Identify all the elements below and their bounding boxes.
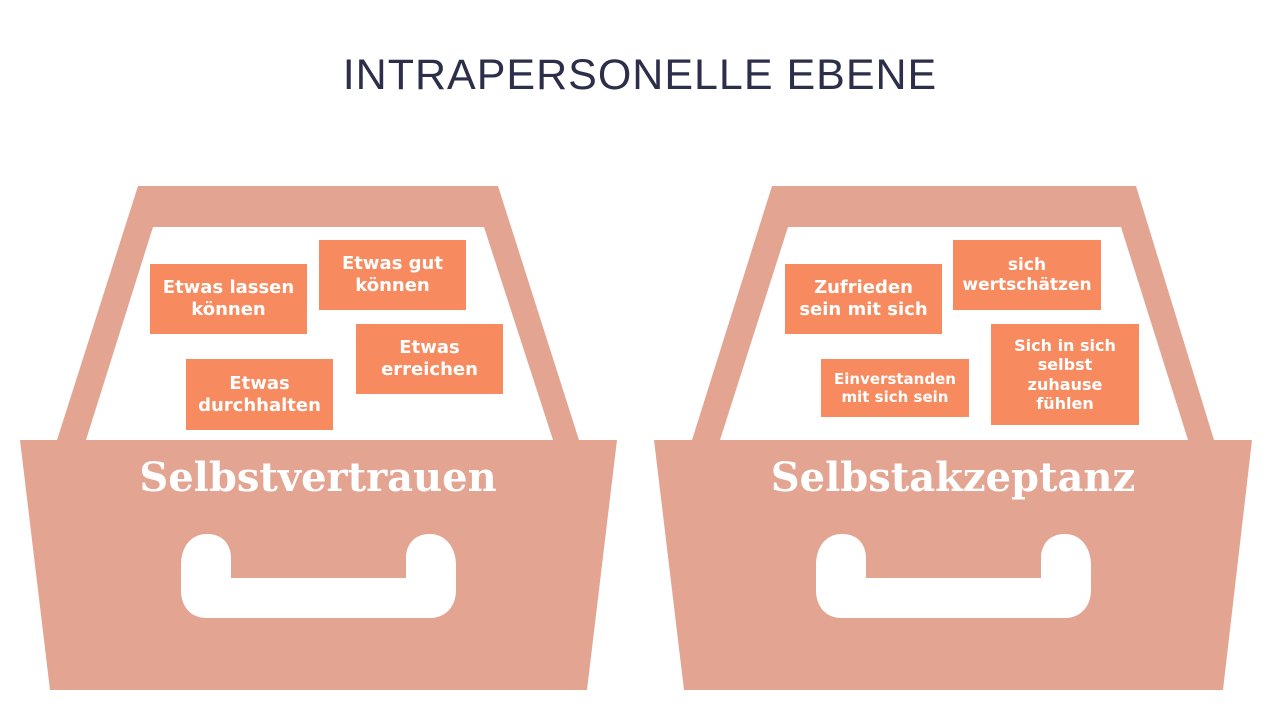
note-etwas-durchhalten: Etwas durchhalten	[186, 359, 333, 430]
page-title: INTRAPERSONELLE EBENE	[342, 51, 938, 99]
drawer-label-selbstvertrauen: Selbstvertrauen	[139, 454, 497, 501]
note-etwas-gut-koennen: Etwas gut können	[319, 240, 466, 310]
drawer-selbstvertrauen: Etwas lassen können Etwas gut können Etw…	[20, 186, 617, 690]
drawer-label-selbstakzeptanz: Selbstakzeptanz	[770, 454, 1136, 501]
drawer-selbstakzeptanz: Zufrieden sein mit sich sich wertschätze…	[634, 0, 1274, 720]
note-sich-wertschaetzen: sich wertschätzen	[953, 240, 1101, 310]
note-sich-in-sich-selbst-zuhause-fuehlen: Sich in sich selbst zuhause fühlen	[991, 324, 1139, 425]
note-etwas-lassen-koennen: Etwas lassen können	[150, 264, 307, 334]
note-einverstanden-mit-sich-sein: Einverstanden mit sich sein	[821, 359, 969, 417]
note-zufrieden-sein-mit-sich: Zufrieden sein mit sich	[785, 264, 942, 334]
note-etwas-erreichen: Etwas erreichen	[356, 324, 503, 394]
